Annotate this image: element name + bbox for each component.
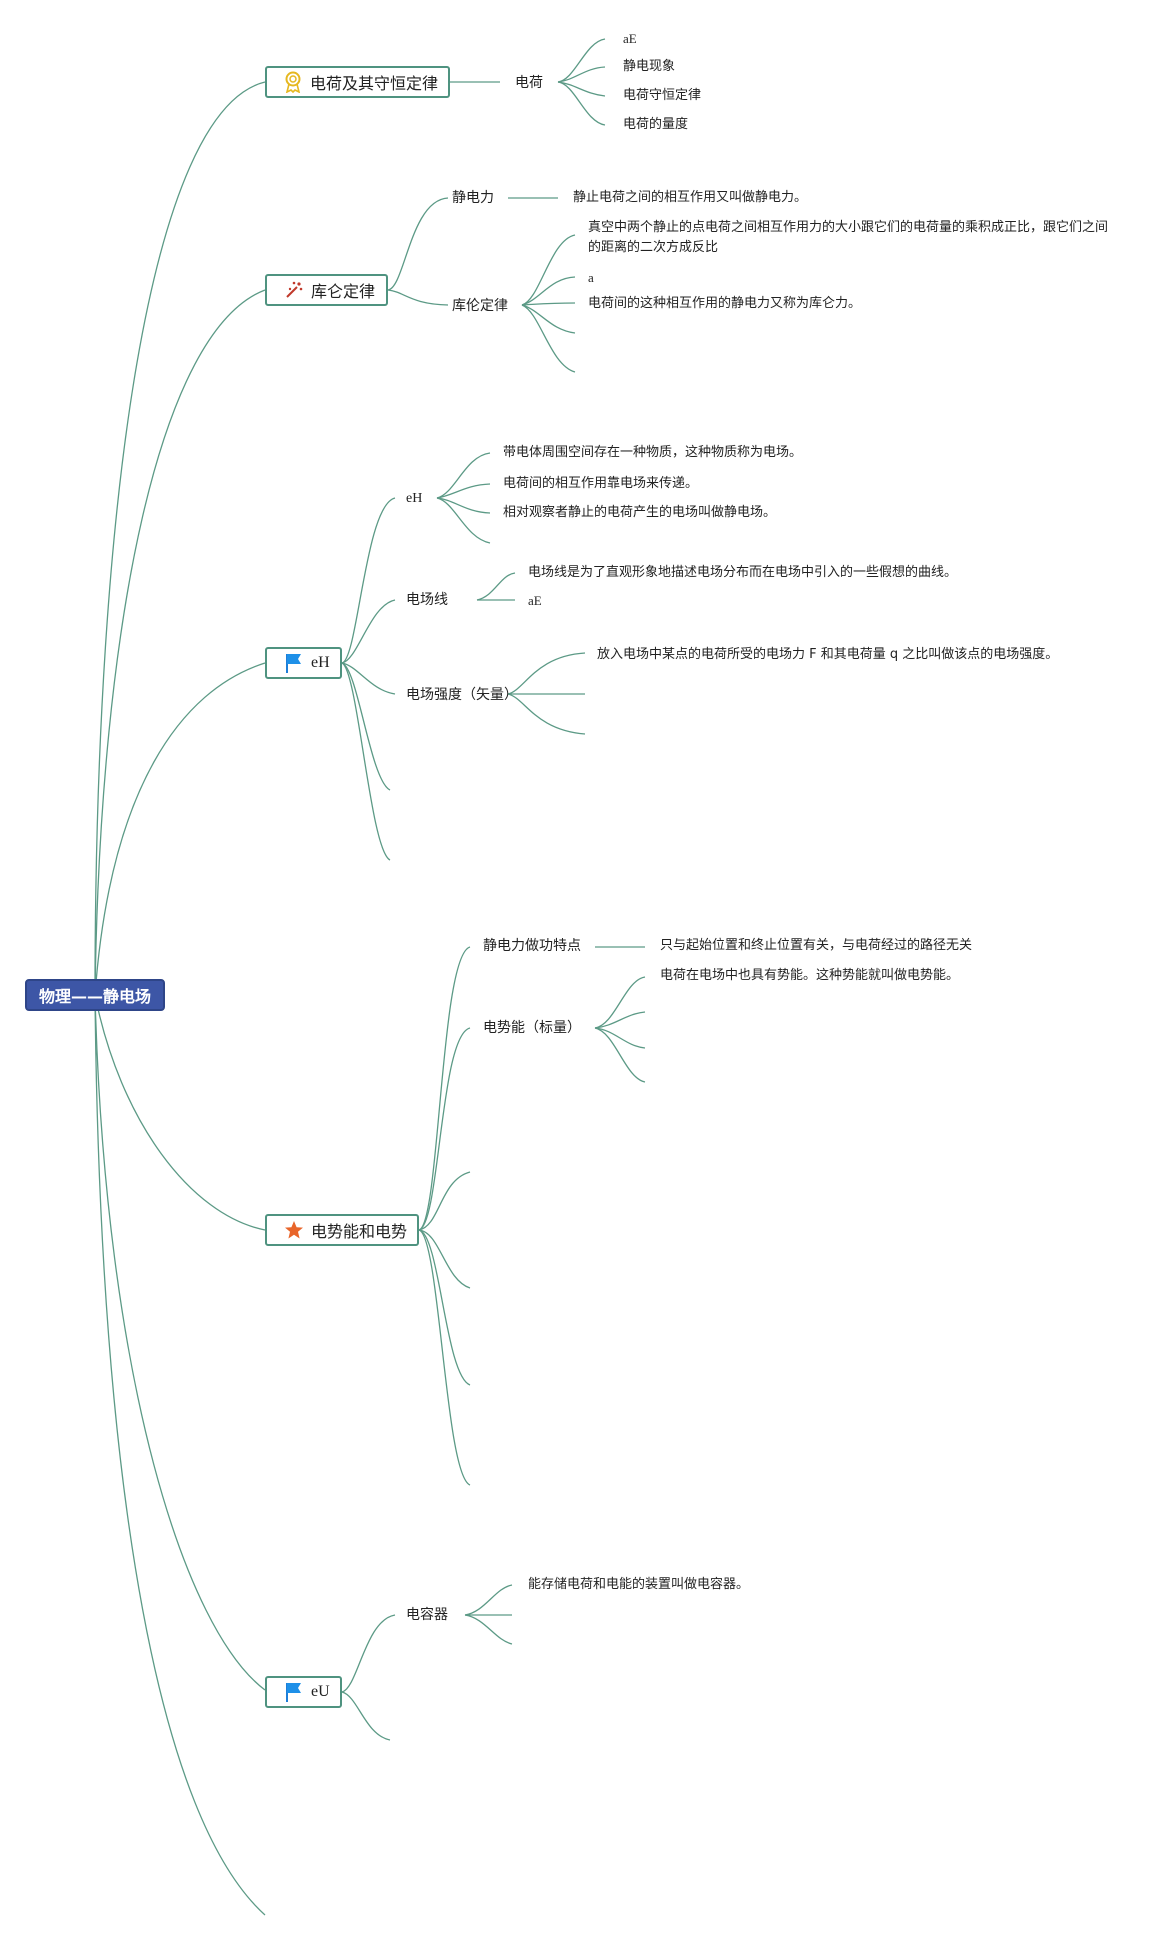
subtopic-coulomb-law[interactable]: 库伦定律 [452,298,508,314]
leaf-item[interactable]: 带电体周围空间存在一种物质，这种物质称为电场。 [503,445,803,460]
blue-flag-icon [283,652,305,674]
leaf-item[interactable]: 静电现象 [623,59,676,74]
topic-eu[interactable]: eU [265,1676,342,1708]
sparkle-wand-icon [283,279,305,301]
topic-label: 库仑定律 [311,282,376,301]
topic-label: eU [311,1683,330,1700]
leaf-item[interactable]: a [588,270,594,285]
topic-coulomb-law[interactable]: 库仑定律 [265,274,388,306]
leaf-item[interactable]: 电荷间的这种相互作用的静电力又称为库仑力。 [588,296,862,311]
topic-label: 电势能和电势 [310,1222,407,1241]
award-ribbon-icon [283,71,304,93]
leaf-item[interactable]: 静止电荷之间的相互作用又叫做静电力。 [573,190,808,205]
orange-star-icon [283,1219,305,1241]
topic-label: 电荷及其守恒定律 [309,74,438,93]
leaf-item[interactable]: 电荷守恒定律 [623,88,702,103]
leaf-item[interactable]: 只与起始位置和终止位置有关，与电荷经过的路径无关 [660,938,973,953]
subtopic-eh[interactable]: eH [406,491,423,506]
leaf-item[interactable]: 电荷间的相互作用靠电场来传递。 [503,476,699,491]
leaf-item[interactable]: 电场线是为了直观形象地描述电场分布而在电场中引入的一些假想的曲线。 [528,565,958,580]
topic-eh[interactable]: eH [265,647,342,679]
leaf-item[interactable]: aE [623,31,637,46]
subtopic-electrostatic-force[interactable]: 静电力 [452,190,494,206]
leaf-item[interactable]: 电荷的量度 [623,117,689,132]
topic-potential-energy[interactable]: 电势能和电势 [265,1214,419,1246]
leaf-item[interactable]: 放入电场中某点的电荷所受的电场力 F 和其电荷量 q 之比叫做该点的电场强度。 [597,647,1059,662]
subtopic-work-feature[interactable]: 静电力做功特点 [483,938,581,954]
topic-label: eH [311,654,330,671]
root-topic[interactable]: 物理——静电场 [25,979,165,1011]
leaf-item[interactable]: 能存储电荷和电能的装置叫做电容器。 [528,1577,750,1592]
leaf-item[interactable]: 真空中两个静止的点电荷之间相互作用力的大小跟它们的电荷量的乘积成正比，跟它们之间… [588,220,1109,255]
subtopic-charge[interactable]: 电荷 [515,75,543,91]
leaf-item[interactable]: 相对观察者静止的电荷产生的电场叫做静电场。 [503,505,777,520]
subtopic-potential-energy[interactable]: 电势能（标量） [483,1020,581,1036]
leaf-item[interactable]: aE [528,593,542,608]
blue-flag-icon [283,1681,305,1703]
subtopic-field-strength[interactable]: 电场强度（矢量） [406,687,518,703]
leaf-item[interactable]: 电荷在电场中也具有势能。这种势能就叫做电势能。 [660,968,960,983]
subtopic-field-lines[interactable]: 电场线 [406,592,448,608]
subtopic-capacitor[interactable]: 电容器 [406,1607,448,1623]
topic-electric-charge[interactable]: 电荷及其守恒定律 [265,66,450,98]
